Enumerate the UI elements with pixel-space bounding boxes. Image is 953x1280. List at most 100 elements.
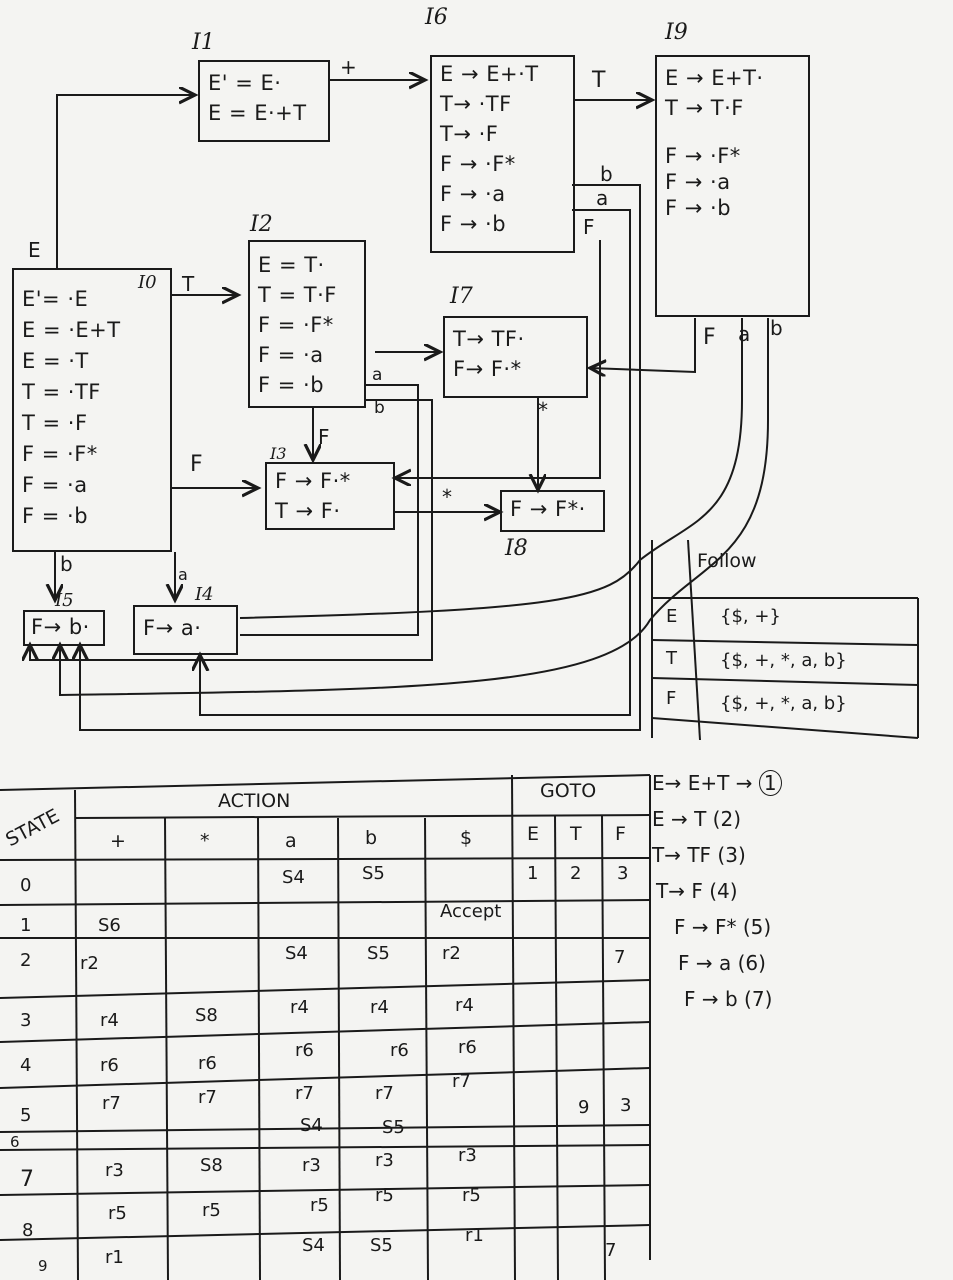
production-text: E→ E+T → xyxy=(652,771,753,795)
item: E = T· xyxy=(258,253,325,277)
production: T→ TF (3) xyxy=(652,843,746,867)
cell: r7 xyxy=(198,1087,217,1108)
state-label-i1: I1 xyxy=(192,30,215,55)
item: E → E+T· xyxy=(665,66,764,90)
item: F = ·a xyxy=(22,473,88,497)
row-state: 7 xyxy=(20,1167,34,1192)
cell: 3 xyxy=(617,863,629,884)
action-header: ACTION xyxy=(218,790,291,812)
cell: r5 xyxy=(108,1203,127,1224)
cell: 3 xyxy=(620,1095,632,1116)
follow-sym-t: T xyxy=(666,648,677,669)
cell: r2 xyxy=(442,943,461,964)
edge-i2-i4 xyxy=(240,384,419,636)
col-header: a xyxy=(285,830,297,852)
state-i2: E = T· T = T·F F = ·F* F = ·a F = ·b xyxy=(248,240,366,408)
cell: 7 xyxy=(605,1240,617,1261)
production-number: 4 xyxy=(717,879,730,903)
follow-set-f: {$, +, *, a, b} xyxy=(720,693,847,714)
item: F → ·a xyxy=(665,170,731,194)
item: F = ·F* xyxy=(258,313,334,337)
cell: r3 xyxy=(375,1150,394,1171)
item: F = ·F* xyxy=(22,442,98,466)
col-header: + xyxy=(110,830,126,852)
row-state: 6 xyxy=(10,1133,20,1151)
state-i1: E' = E· E = E·+T xyxy=(198,60,330,142)
edge-label: b xyxy=(770,316,783,340)
cell: r5 xyxy=(310,1195,329,1216)
cell: r3 xyxy=(458,1145,477,1166)
production: E → T (2) xyxy=(652,807,742,831)
edge-label: * xyxy=(538,398,548,422)
edge-label: F xyxy=(703,325,716,350)
follow-table: Follow E {$, +} T {$, +, *, a, b} F {$, … xyxy=(652,538,920,738)
item: F → ·F* xyxy=(440,152,516,176)
col-header: F xyxy=(615,823,626,845)
production: E→ E+T → 1 xyxy=(652,765,950,801)
production-number: 2 xyxy=(720,807,734,831)
edge-label: T xyxy=(182,272,195,296)
cell: S8 xyxy=(200,1155,223,1176)
edge-i9-i4 xyxy=(239,318,743,619)
item: T = ·TF xyxy=(22,380,101,404)
cell: r4 xyxy=(370,997,389,1018)
cell: r4 xyxy=(455,995,474,1016)
cell: r2 xyxy=(80,953,99,974)
cell: r7 xyxy=(375,1083,394,1104)
follow-set-t: {$, +, *, a, b} xyxy=(720,650,847,671)
cell: Accept xyxy=(440,901,502,922)
row-state: 1 xyxy=(20,915,32,936)
cell: 9 xyxy=(578,1097,590,1118)
cell: r7 xyxy=(295,1083,314,1104)
production: F → a (6) xyxy=(678,951,766,975)
row-state: 2 xyxy=(20,950,32,971)
edge-label: * xyxy=(442,485,452,509)
col-header: b xyxy=(365,827,378,849)
state-i9: E → E+T· T → T·F F → ·F* F → ·a F → ·b xyxy=(655,55,810,317)
edge-label: a xyxy=(372,365,383,385)
state-label-i3: I3 xyxy=(270,444,287,463)
state-i7: T→ TF· F→ F·* xyxy=(443,316,588,398)
state-label-i5: I5 xyxy=(55,590,74,611)
cell: r3 xyxy=(105,1160,124,1181)
edge-i2-i5 xyxy=(30,399,433,661)
cell: S5 xyxy=(367,943,390,964)
state-i6: E → E+·T T→ ·TF T→ ·F F → ·F* F → ·a F →… xyxy=(430,55,575,253)
item: F = ·b xyxy=(258,373,325,397)
edge-label: + xyxy=(340,55,357,79)
edge-i0-i1 xyxy=(56,95,195,268)
item: F→ b· xyxy=(31,615,90,639)
production-text: T→ TF xyxy=(652,843,712,867)
item: T → F· xyxy=(275,499,341,523)
row-state: 8 xyxy=(22,1220,34,1241)
state-header: STATE xyxy=(2,804,64,852)
cell: r5 xyxy=(462,1185,481,1206)
cell: S4 xyxy=(300,1115,323,1136)
cell: r1 xyxy=(465,1225,484,1246)
follow-sym-f: F xyxy=(666,688,677,709)
item: E = ·T xyxy=(22,349,89,373)
cell: r1 xyxy=(105,1247,124,1268)
edge-label: a xyxy=(738,322,751,346)
item: E' = E· xyxy=(208,71,282,95)
cell: S5 xyxy=(370,1235,393,1256)
item: F → ·F* xyxy=(665,144,741,168)
row-state: 4 xyxy=(20,1055,32,1076)
production-text: T→ F xyxy=(656,879,703,903)
edge-label: E xyxy=(28,238,41,262)
item: T→ TF· xyxy=(453,327,525,351)
production-text: F → b xyxy=(684,987,738,1011)
edge-label: T xyxy=(592,68,606,93)
item: F → ·b xyxy=(440,212,507,236)
item: F→ a· xyxy=(143,616,202,640)
cell: r7 xyxy=(102,1093,121,1114)
item: F → F*· xyxy=(510,497,586,521)
state-label-i6: I6 xyxy=(425,5,448,30)
cell: S5 xyxy=(382,1117,405,1138)
item: F → ·b xyxy=(665,196,732,220)
edge-label: b xyxy=(374,398,385,418)
state-label-i2: I2 xyxy=(250,212,273,237)
item: F = ·b xyxy=(22,504,89,528)
follow-sym-e: E xyxy=(666,606,678,627)
